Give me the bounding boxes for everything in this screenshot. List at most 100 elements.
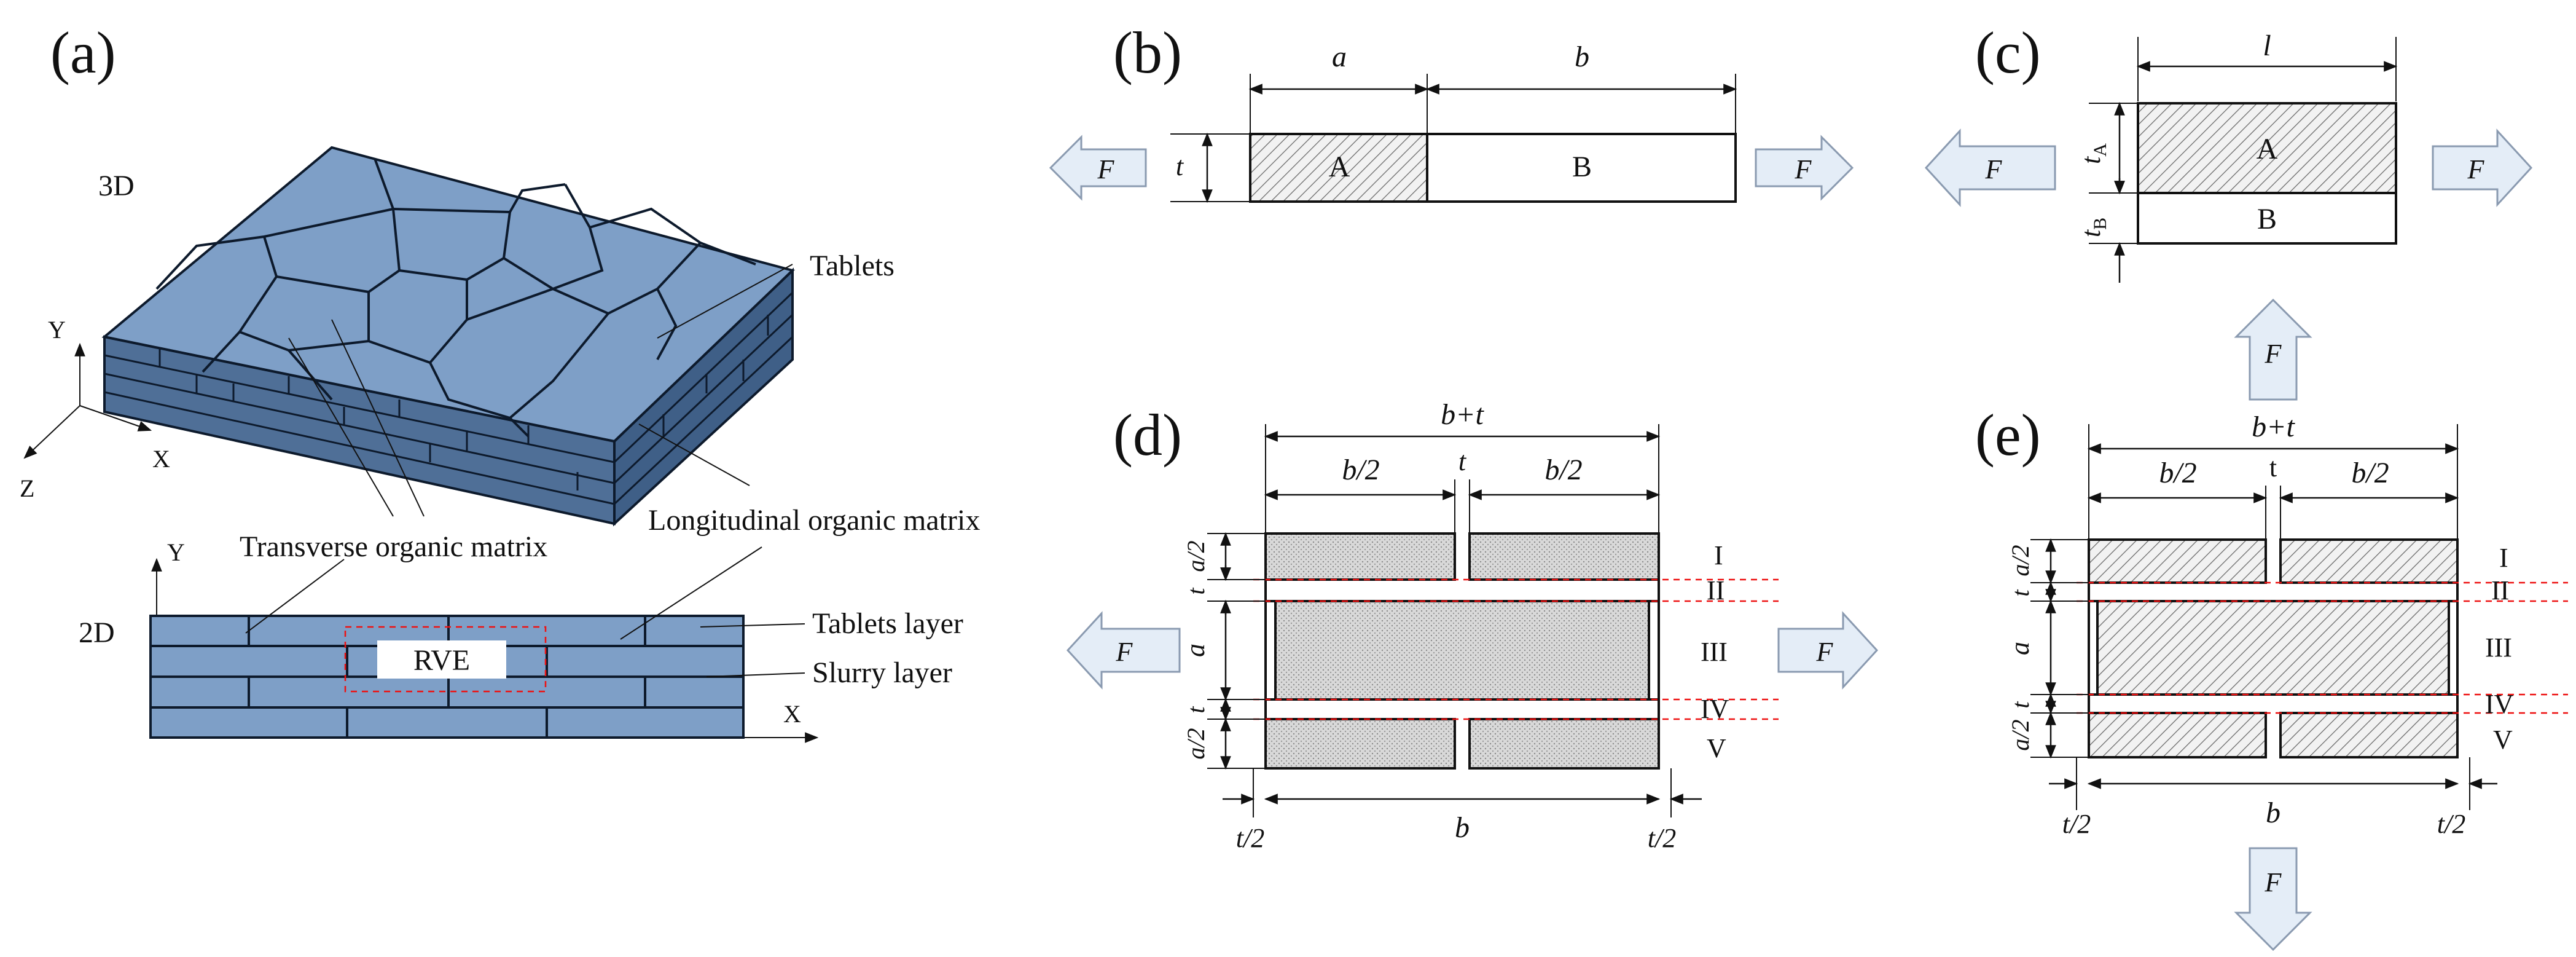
region-5: V — [1707, 733, 1726, 763]
force-arrow-left — [1924, 128, 2056, 207]
x-axis-3d — [79, 405, 152, 431]
panel-c-label: (c) — [1975, 20, 2041, 85]
view-3d-label: 3D — [98, 170, 135, 202]
region-2: II — [2491, 575, 2509, 605]
panel-b-label: (b) — [1113, 20, 1182, 85]
rve-label-bg — [377, 640, 506, 679]
dim-tA: tA — [2076, 143, 2110, 164]
force-bottom-label: F — [2265, 339, 2282, 369]
block-a — [1249, 133, 1428, 203]
slab-top-face — [101, 146, 795, 443]
dim-a-half-bottom: a/2 — [2006, 719, 2034, 750]
tablets-layer-label: Tablets layer — [812, 607, 963, 640]
dim-a-half-top: a/2 — [1182, 540, 1210, 572]
dim-t-bottom: t — [2006, 701, 2034, 709]
region-5: V — [2493, 725, 2513, 755]
force-arrow-right — [2432, 128, 2533, 207]
axis-y-label: Y — [48, 316, 66, 344]
dim-t-bottom: t — [1182, 706, 1210, 714]
block-b-label: B — [2257, 203, 2277, 235]
tablets-label: Tablets — [810, 250, 895, 282]
dim-half-right: b/2 — [1544, 454, 1582, 486]
block-bot-left — [2088, 712, 2267, 758]
region-1: I — [2499, 543, 2508, 573]
axis2d-y-label: Y — [167, 538, 185, 566]
rve-label: RVE — [413, 644, 470, 677]
panel-a: (a) 3D Y X Z — [20, 20, 980, 743]
axis-x-label: X — [152, 445, 170, 473]
dim-a-half-top: a/2 — [2006, 545, 2034, 576]
slab-3d — [101, 146, 795, 527]
dim-t2-left: t/2 — [2062, 809, 2091, 839]
block-b — [2137, 192, 2397, 245]
axis-z-label: Z — [20, 475, 34, 502]
block-b — [1426, 133, 1737, 203]
region-2: II — [1707, 575, 1725, 605]
force-arrow-right — [1777, 611, 1879, 690]
dim-tB: tB — [2076, 218, 2110, 237]
block-mid — [2096, 600, 2450, 696]
block-top-left — [2088, 538, 2267, 584]
dim-gap: t — [2269, 452, 2277, 482]
force-arrow-up — [2234, 298, 2312, 401]
dim-top: b+t — [2252, 411, 2295, 443]
force-arrow-left — [1049, 135, 1147, 201]
block-mid — [1274, 600, 1650, 701]
panel-d: (d) b+t b/2 t b/2 I II III IV V — [1066, 398, 1879, 853]
block-b-label: B — [1572, 151, 1592, 183]
panel-c: (c) l A B tA tB F F F — [1924, 20, 2533, 401]
tablet-boundaries — [155, 158, 756, 438]
region-3: III — [2485, 632, 2512, 663]
block-top-left — [1264, 532, 1456, 581]
block-a-label: A — [1329, 151, 1350, 183]
rve-box — [344, 626, 547, 693]
force-bottom-label: F — [2265, 867, 2282, 897]
leaders-2d — [245, 546, 805, 677]
panel-e: (e) b+t b/2 t b/2 I II III IV V — [1975, 402, 2568, 951]
transverse-matrix-label: Transverse organic matrix — [240, 530, 547, 563]
dim-gap: t — [1458, 446, 1467, 476]
slurry-layer-label: Slurry layer — [812, 656, 952, 689]
dim-t-top: t — [2006, 589, 2034, 597]
dim-t: t — [1176, 151, 1184, 181]
block-top-right — [2279, 538, 2459, 584]
dim-a-half-bottom: a/2 — [1182, 728, 1210, 759]
region-4: IV — [2485, 689, 2514, 719]
force-right-label: F — [2467, 154, 2485, 184]
block-a — [2137, 102, 2397, 194]
dim-bottom: b — [1455, 811, 1470, 844]
force-left-label: F — [1097, 154, 1115, 184]
dim-bottom: b — [2266, 797, 2280, 829]
section-2d: RVE — [149, 615, 745, 739]
force-arrow-right — [1755, 135, 1854, 201]
view-2d-label: 2D — [79, 616, 115, 649]
z-axis-3d — [23, 405, 80, 459]
dim-b: b — [1575, 41, 1589, 73]
dim-a: a — [1332, 41, 1347, 73]
dim-half-right: b/2 — [2351, 457, 2389, 489]
axis2d-x-label: X — [783, 700, 801, 728]
dim-half-left: b/2 — [1342, 454, 1379, 486]
force-right-label: F — [1816, 637, 1834, 667]
block-bot-left — [1264, 718, 1456, 770]
leaders-3d — [288, 264, 793, 517]
dim-a: a — [2005, 642, 2035, 655]
region-4: IV — [1701, 694, 1729, 724]
slab-layer-lines — [104, 291, 794, 505]
dim-l: l — [2263, 30, 2271, 62]
dim-a: a — [1180, 644, 1210, 657]
dim-t2-left: t/2 — [1236, 823, 1264, 853]
dim-t2-right: t/2 — [1648, 823, 1676, 853]
block-bot-right — [1468, 718, 1660, 770]
panel-a-label: (a) — [50, 20, 116, 85]
force-arrow-down — [2234, 847, 2312, 951]
longitudinal-matrix-label: Longitudinal organic matrix — [648, 504, 980, 537]
dim-t2-right: t/2 — [2437, 809, 2465, 839]
force-left-label: F — [1116, 637, 1133, 667]
panel-b: (b) a b A B t F F — [1049, 20, 1854, 203]
region-1: I — [1714, 540, 1723, 570]
force-arrow-left — [1066, 611, 1181, 690]
axes-3d: Y X Z — [20, 316, 170, 502]
force-left-label: F — [1985, 154, 2003, 184]
